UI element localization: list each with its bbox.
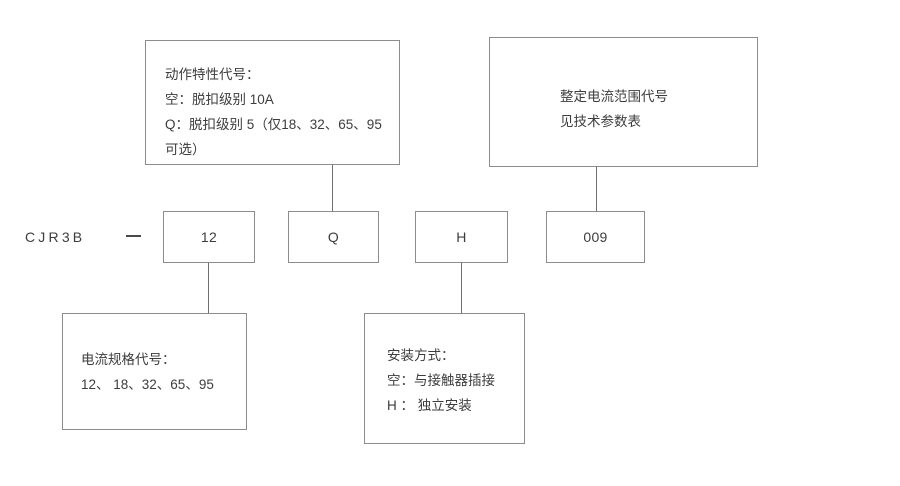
note-box-setting-current-range: 整定电流范围代号 见技术参数表 <box>489 37 758 167</box>
connector-12-to-current-spec <box>208 263 209 314</box>
note-box-action-characteristic: 动作特性代号： 空：脱扣级别 10A Q：脱扣级别 5（仅18、32、65、95… <box>145 40 400 165</box>
note-line-mounting-method-1: 安装方式： <box>387 348 455 363</box>
code-box-current-spec[interactable]: 12 <box>163 211 255 263</box>
note-line-mounting-method-3: H ： 独立安装 <box>387 398 472 413</box>
code-value-mounting-method: H <box>456 229 467 245</box>
code-value-current-spec: 12 <box>200 229 218 245</box>
note-box-current-spec: 电流规格代号： 12、 18、32、65、95 <box>62 313 247 430</box>
note-line-mounting-method-2: 空：与接触器插接 <box>387 373 495 388</box>
note-line-setting-current-range-1: 整定电流范围代号 <box>560 89 668 104</box>
note-line-action-characteristic-1: 动作特性代号： <box>165 67 260 82</box>
connector-action-characteristic-to-q <box>332 165 333 211</box>
note-box-mounting-method: 安装方式： 空：与接触器插接 H ： 独立安装 <box>364 313 525 444</box>
note-line-current-spec-2: 12、 18、32、65、95 <box>81 377 214 392</box>
code-separator-dash <box>126 235 141 237</box>
code-value-setting-current-range: 009 <box>583 229 608 245</box>
code-value-action-characteristic: Q <box>327 229 340 245</box>
product-code-prefix: CJR3B <box>25 229 86 245</box>
code-box-mounting-method[interactable]: H <box>415 211 508 263</box>
note-line-action-characteristic-3: Q：脱扣级别 5（仅18、32、65、95 <box>165 117 382 132</box>
note-line-current-spec-1: 电流规格代号： <box>81 352 176 367</box>
note-line-action-characteristic-4: 可选） <box>165 142 206 157</box>
code-box-setting-current-range[interactable]: 009 <box>546 211 645 263</box>
note-line-setting-current-range-2: 见技术参数表 <box>560 114 641 129</box>
note-line-action-characteristic-2: 空：脱扣级别 10A <box>165 92 274 107</box>
connector-h-to-mounting-method <box>461 263 462 314</box>
connector-setting-current-range-to-009 <box>596 167 597 211</box>
code-box-action-characteristic[interactable]: Q <box>288 211 379 263</box>
